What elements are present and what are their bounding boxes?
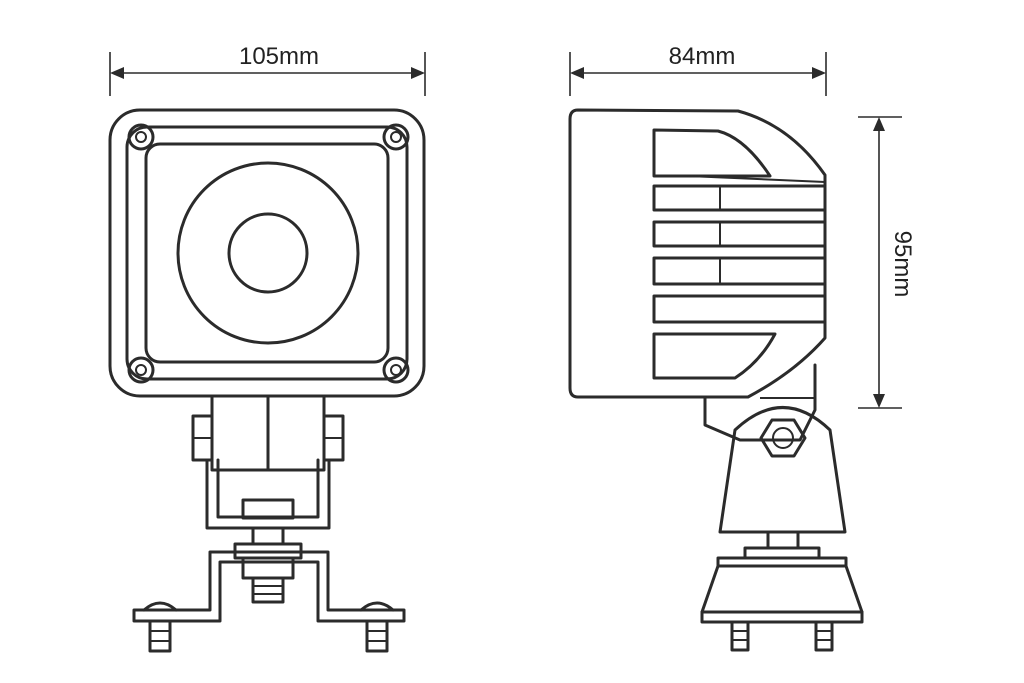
front-mount-stem	[191, 394, 345, 472]
cooling-fins	[652, 128, 827, 380]
front-foot-bracket	[132, 550, 406, 623]
reflector-ring	[176, 161, 360, 345]
side-mount-block	[703, 363, 817, 442]
led-lens	[227, 212, 309, 294]
corner-screws	[127, 123, 410, 384]
height-dimension: 95mm	[858, 116, 916, 409]
front-housing-outer	[108, 108, 426, 398]
depth-label: 84mm	[669, 43, 736, 70]
side-view: 84mm 95mm	[568, 43, 916, 652]
height-label: 95mm	[889, 231, 916, 298]
side-base	[700, 530, 864, 624]
width-dimension: 105mm	[109, 43, 426, 96]
hex-nut-icon	[759, 418, 807, 458]
depth-dimension: 84mm	[569, 43, 827, 96]
front-lens-window	[144, 142, 390, 364]
side-base-screws	[730, 620, 834, 652]
front-view: 105mm	[108, 43, 426, 653]
width-label: 105mm	[239, 43, 319, 70]
side-housing	[568, 108, 827, 399]
side-swivel-bracket	[718, 406, 847, 534]
front-foot-screws	[142, 601, 395, 653]
front-housing-frame	[125, 125, 409, 381]
